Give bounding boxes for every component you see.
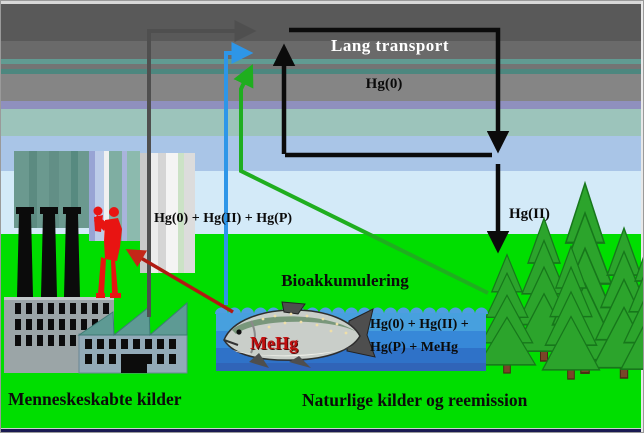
bottom-hairline: [1, 428, 643, 429]
sky-band-teal-stripe-1: [1, 59, 643, 64]
deposition-species-label: Hg(II): [509, 206, 550, 222]
factory-door: [121, 354, 147, 373]
right-border-strip: [641, 1, 643, 432]
bioaccumulation-label: Bioakkumulering: [281, 271, 409, 290]
sky-band-gray-2: [1, 41, 643, 59]
fish-eye: [236, 329, 242, 335]
black-transport-top-arrow: [289, 27, 510, 154]
water-species-line1-label: Hg(0) + Hg(II) +: [370, 317, 469, 332]
hg0-atmosphere-label: Hg(0): [365, 76, 403, 92]
sky-band-gray-4: [1, 74, 643, 101]
sky-band-dark-gray: [1, 4, 643, 41]
bottom-navy-line: [1, 429, 643, 432]
sky-band-teal: [1, 109, 643, 136]
water-species-line2-label: Hg(P) + MeHg: [370, 340, 459, 355]
green-reemission-arrow: [233, 64, 489, 295]
sawtooth-factory-icon: [77, 301, 188, 374]
human-figure-icon: [93, 206, 122, 298]
arrow-layer: [125, 20, 510, 317]
pine-forest: [477, 182, 643, 380]
gray-emission-arrow: [147, 20, 257, 317]
red-exposure-arrow: [125, 249, 234, 314]
fish-icon: [223, 301, 376, 368]
blue-evasion-arrow: [224, 42, 254, 305]
top-border-strip: [1, 1, 643, 4]
sky-band-teal-stripe-2: [1, 69, 643, 74]
emission-species-label: Hg(0) + Hg(II) + Hg(P): [154, 211, 293, 226]
sky-band-gray-3: [1, 64, 643, 69]
fish-spots: [261, 312, 348, 335]
long-transport-label: Lang transport: [331, 36, 449, 55]
natural-sources-label: Naturlige kilder og reemission: [302, 390, 528, 410]
fish-mehg-label: MeHg: [250, 333, 298, 353]
anthropogenic-sources-label: Menneskeskabte kilder: [8, 389, 182, 409]
sky-band-purple: [1, 101, 643, 109]
